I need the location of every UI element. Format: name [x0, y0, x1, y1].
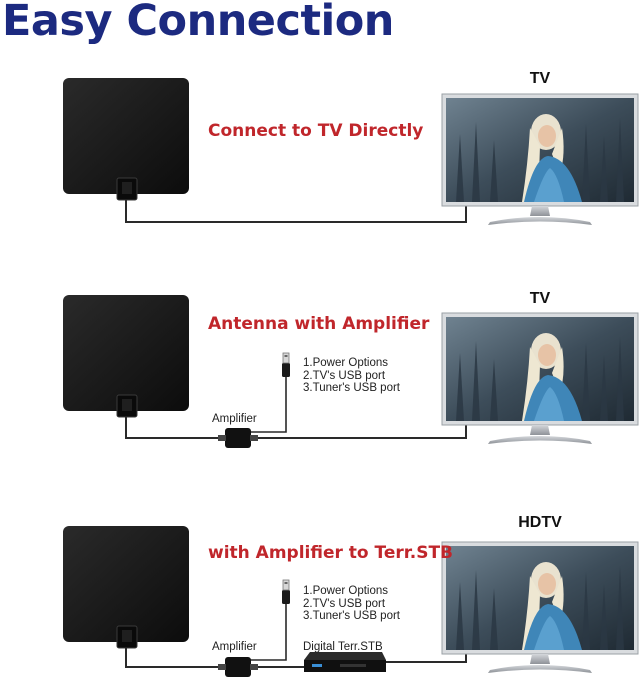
caption-stb: with Amplifier to Terr.STB — [208, 543, 453, 563]
coax-cable — [125, 648, 228, 668]
power-option: 2.TV's USB port — [303, 597, 386, 610]
usb-power-cable — [246, 604, 287, 661]
usb-power-cable — [246, 377, 287, 433]
power-option: 1.Power Options — [303, 357, 389, 369]
power-options-list: 1.Power Options 2.TV's USB port 3.Tuner'… — [303, 357, 400, 395]
power-option: 3.Tuner's USB port — [303, 610, 401, 622]
page-title: Easy Connection — [2, 0, 394, 46]
usb-plug-icon — [281, 352, 291, 378]
tv-label: TV — [529, 290, 551, 307]
usb-plug-icon — [281, 579, 291, 605]
set-top-box-icon — [304, 652, 386, 672]
antenna-icon — [62, 525, 190, 649]
caption-direct: Connect to TV Directly — [208, 121, 424, 141]
power-option: 2.TV's USB port — [303, 369, 386, 382]
antenna-icon — [62, 77, 190, 201]
tv-icon — [441, 93, 639, 226]
stb-label: Digital Terr.STB — [303, 641, 383, 653]
panel-direct — [62, 77, 639, 226]
amplifier-icon — [218, 428, 258, 448]
panel-amplifier — [62, 294, 639, 448]
power-option: 3.Tuner's USB port — [303, 382, 401, 394]
coax-cable — [252, 408, 467, 439]
tv-icon — [441, 312, 639, 445]
caption-amplifier: Antenna with Amplifier — [208, 314, 430, 334]
panel-stb — [62, 525, 639, 677]
antenna-icon — [62, 294, 190, 418]
amplifier-label: Amplifier — [212, 641, 257, 653]
power-options-list: 1.Power Options 2.TV's USB port 3.Tuner'… — [303, 585, 400, 623]
coax-cable — [125, 417, 228, 439]
hdtv-label: HDTV — [518, 514, 562, 531]
tv-label: TV — [529, 70, 551, 87]
amplifier-label: Amplifier — [212, 413, 257, 425]
power-option: 1.Power Options — [303, 585, 389, 597]
tv-icon — [441, 541, 639, 674]
